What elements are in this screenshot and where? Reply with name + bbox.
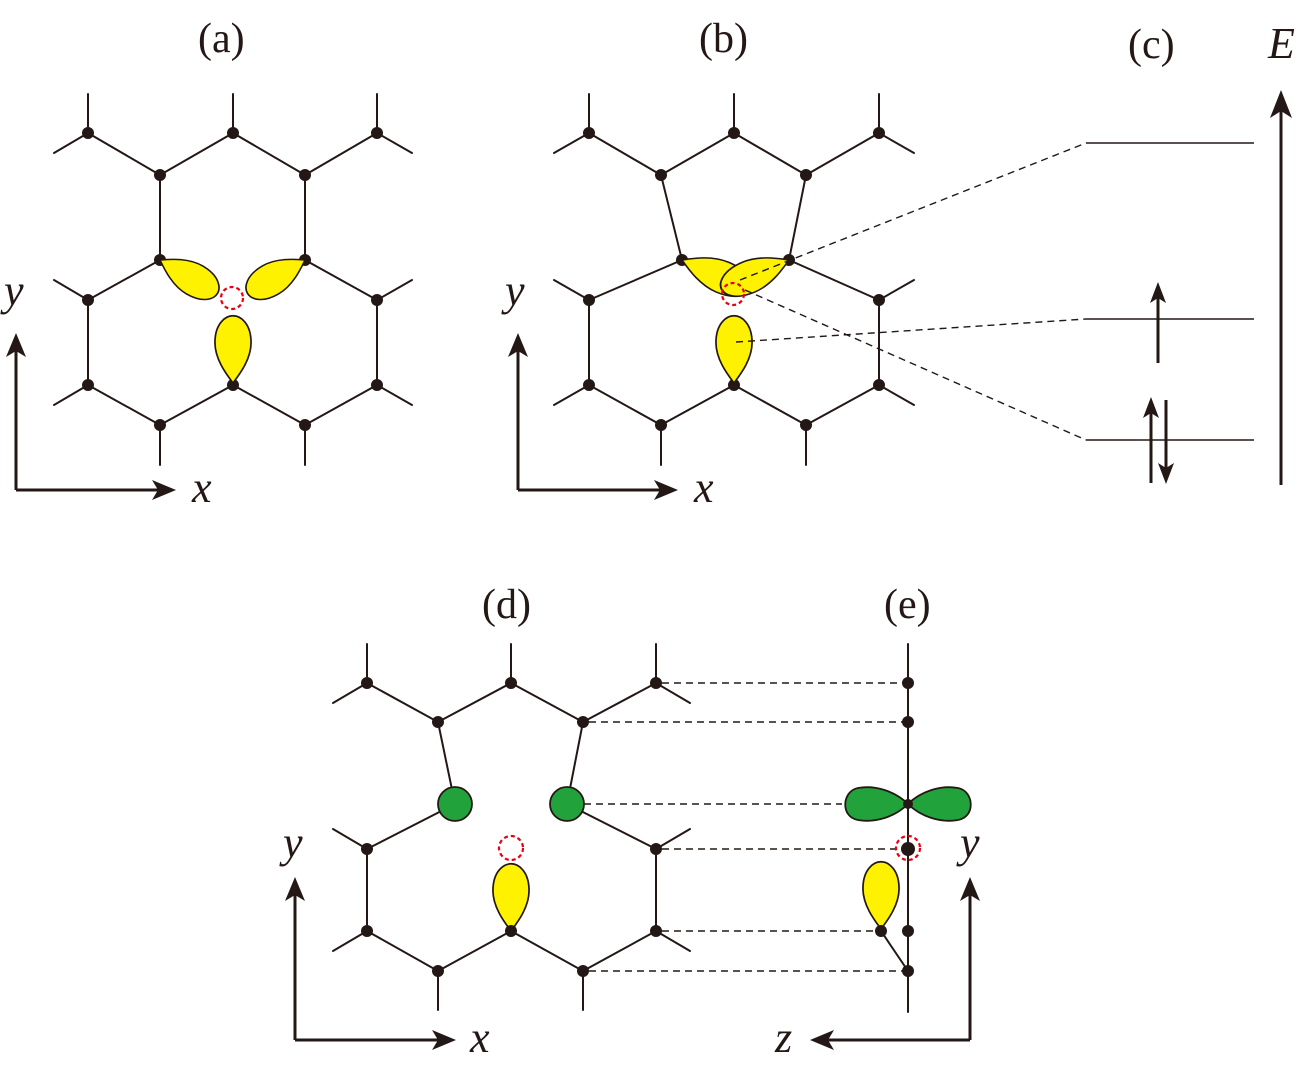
panel-e-z-label: z bbox=[774, 1013, 792, 1062]
panel-a-lattice bbox=[53, 93, 413, 466]
panel-b-y-label: y bbox=[501, 266, 525, 315]
panel-b-lattice bbox=[553, 93, 915, 466]
panel-d-lattice bbox=[332, 643, 691, 1011]
panel-label-a: (a) bbox=[198, 16, 245, 62]
panel-c-electron-spins bbox=[1143, 282, 1174, 484]
panel-d-vacancy-marker bbox=[497, 834, 525, 862]
panel-d-x-label: x bbox=[469, 1013, 490, 1062]
energy-axis-label: E bbox=[1267, 19, 1295, 68]
panel-c-energy-levels bbox=[1086, 142, 1254, 441]
panel-a-sp2-lobes bbox=[151, 245, 314, 384]
panel-b-vacancy-marker bbox=[720, 281, 746, 307]
panel-label-c: (c) bbox=[1128, 22, 1175, 68]
panel-d-to-e-connectors bbox=[584, 682, 903, 972]
panel-e-side-view bbox=[844, 643, 972, 1013]
panel-e-vacancy-marker bbox=[894, 834, 922, 862]
panel-d-axes bbox=[285, 877, 456, 1050]
panel-b-x-label: x bbox=[693, 463, 714, 512]
panel-d-sp2-lobe bbox=[492, 862, 530, 937]
panel-a-axes bbox=[6, 333, 176, 500]
panel-d-pz-orbitals bbox=[437, 786, 585, 822]
panel-a-x-label: x bbox=[191, 463, 212, 512]
panel-label-b: (b) bbox=[699, 16, 748, 62]
panel-d-y-label: y bbox=[279, 818, 303, 867]
panel-b-axes bbox=[508, 333, 678, 500]
panel-e-axes bbox=[810, 877, 980, 1050]
panel-label-d: (d) bbox=[482, 582, 531, 628]
panel-label-e: (e) bbox=[884, 582, 931, 628]
panel-a-vacancy-marker bbox=[219, 285, 245, 311]
panel-a-y-label: y bbox=[0, 266, 24, 315]
energy-axis bbox=[1270, 90, 1292, 485]
panel-b-to-c-connectors bbox=[735, 142, 1087, 441]
panel-e-y-label: y bbox=[956, 818, 980, 867]
